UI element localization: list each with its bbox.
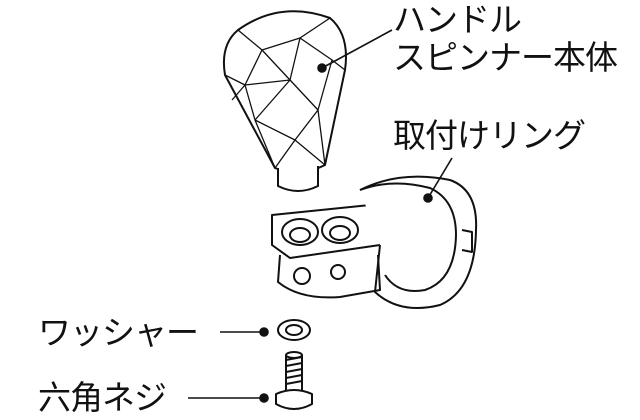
mounting-ring (271, 175, 478, 309)
bolt-part (275, 351, 313, 410)
leader-lines (188, 29, 453, 403)
label-washer: ワッシャー (38, 313, 199, 352)
label-hex-bolt: 六角ネジ (38, 378, 167, 417)
spinner-knob (222, 10, 347, 192)
label-handle: ハンドル (393, 0, 522, 39)
label-mounting-ring: 取付けリング (393, 116, 586, 155)
label-spinner-body: スピンナー本体 (393, 38, 618, 77)
washer-part (277, 319, 311, 341)
